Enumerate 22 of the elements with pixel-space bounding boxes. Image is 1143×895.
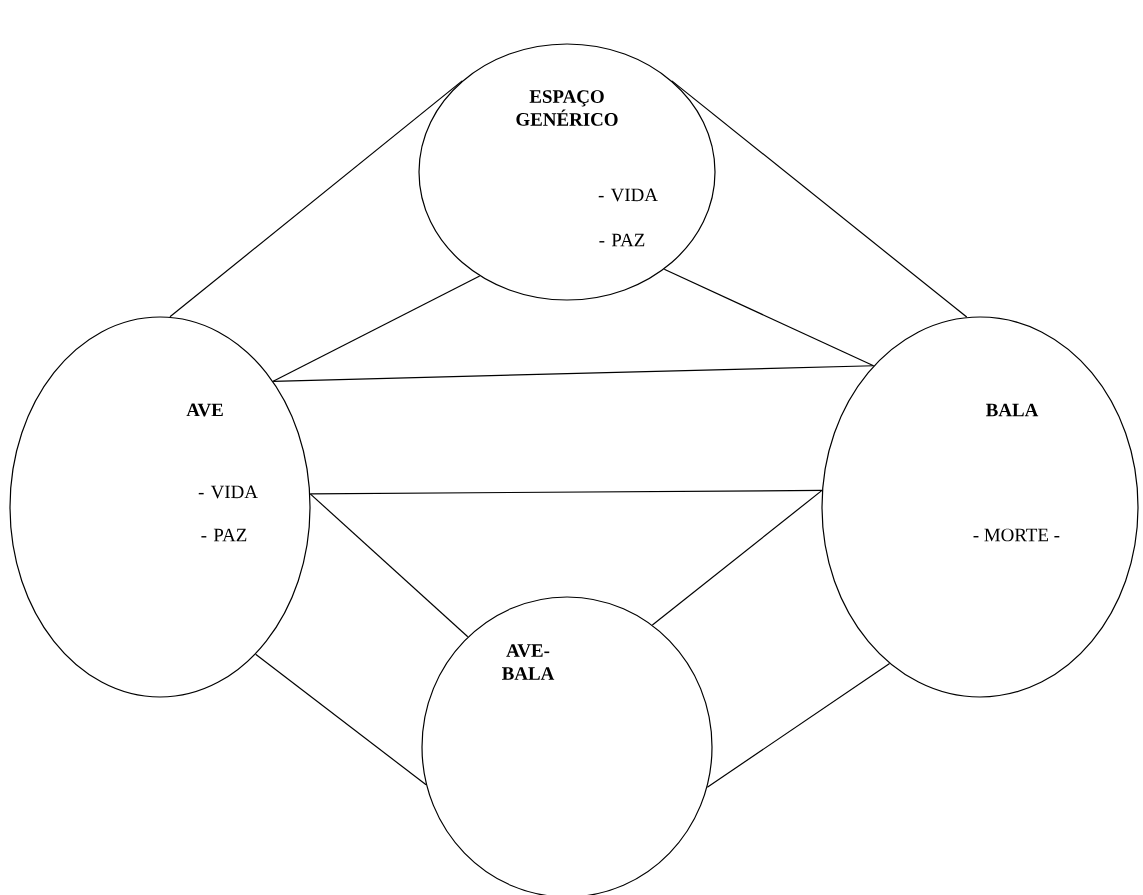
- connector-line: [309, 493, 469, 638]
- connector-line: [309, 489, 823, 495]
- circle: [9, 316, 311, 698]
- connector-line: [706, 663, 891, 788]
- circle-label: - VIDA: [198, 485, 258, 499]
- connector-line: [663, 268, 875, 367]
- circle: [821, 316, 1139, 698]
- connector-line: [651, 489, 823, 626]
- circle-label: - PAZ: [599, 233, 645, 247]
- circle-label: BALA: [986, 403, 1039, 417]
- circle-label: AVE-BALA: [502, 644, 555, 680]
- connector-line: [255, 653, 427, 786]
- circle-label: AVE: [186, 403, 223, 417]
- circle: [418, 43, 716, 301]
- connector-line: [169, 80, 463, 318]
- connector-line: [272, 365, 875, 382]
- connector-line: [671, 80, 968, 318]
- circle-label: - PAZ: [201, 528, 247, 542]
- connector-line: [272, 275, 481, 382]
- circle-label: ESPAÇO GENÉRICO: [516, 90, 618, 126]
- circle-label: - MORTE -: [973, 528, 1060, 542]
- circle-label: - VIDA: [598, 188, 658, 202]
